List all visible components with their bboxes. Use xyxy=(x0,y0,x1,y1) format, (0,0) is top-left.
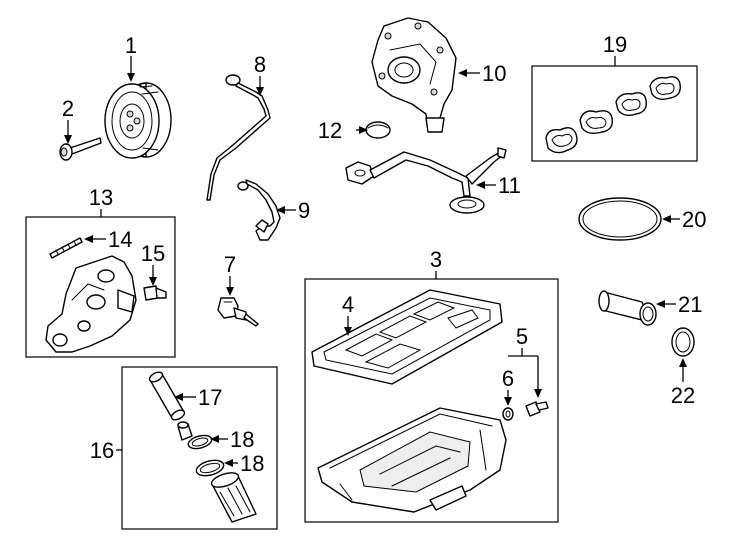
callout-11: 11 xyxy=(498,173,521,198)
callout-6: 6 xyxy=(502,366,514,391)
callout-16: 16 xyxy=(90,438,114,463)
seal-ring-part xyxy=(578,197,662,241)
drain-plug-bolt-part xyxy=(525,401,549,417)
oil-pressure-sensor-part xyxy=(217,297,259,327)
callout-1: 1 xyxy=(125,33,137,58)
filter-valve-part xyxy=(177,421,193,441)
dipstick-bracket-part xyxy=(237,179,281,241)
callout-18-lower: 18 xyxy=(240,451,264,476)
callout-5: 5 xyxy=(516,324,528,349)
oil-pickup-tube-part xyxy=(345,147,507,214)
leader-lines xyxy=(64,56,687,467)
intake-gasket-set-part xyxy=(545,76,681,154)
oil-filter-element-part xyxy=(148,371,186,421)
dipstick-tube-part xyxy=(206,74,271,201)
callout-8: 8 xyxy=(254,52,266,77)
callout-7: 7 xyxy=(224,252,236,277)
crankshaft-pulley-part xyxy=(104,82,172,159)
stud-part xyxy=(49,237,83,259)
callout-22: 22 xyxy=(671,383,695,408)
callout-3: 3 xyxy=(430,247,442,272)
o-ring-part xyxy=(671,327,695,357)
oil-pan-part xyxy=(317,407,507,513)
oil-pump-part xyxy=(371,17,457,133)
callout-10: 10 xyxy=(482,61,506,86)
oil-filter-adapter-part xyxy=(45,255,137,353)
oil-pan-gasket-part xyxy=(311,289,503,385)
pulley-bolt-part xyxy=(59,137,102,161)
oil-tube-part xyxy=(598,290,657,326)
filter-cap-part xyxy=(210,472,257,523)
group-box-3 xyxy=(304,278,559,523)
callout-17: 17 xyxy=(198,385,222,410)
o-ring-lower-part xyxy=(195,459,225,477)
callout-15: 15 xyxy=(141,241,165,266)
fitting-part xyxy=(143,285,167,301)
callout-4: 4 xyxy=(342,292,354,317)
callout-12: 12 xyxy=(318,118,342,143)
expansion-plug-part xyxy=(365,121,391,139)
callout-13: 13 xyxy=(89,185,113,210)
callout-2: 2 xyxy=(62,96,74,121)
callout-20: 20 xyxy=(682,207,706,232)
callout-21: 21 xyxy=(678,292,702,317)
washer-part xyxy=(502,407,514,421)
callout-14: 14 xyxy=(108,227,132,252)
callout-18-upper: 18 xyxy=(230,427,254,452)
group-box-16 xyxy=(121,366,278,530)
callout-19: 19 xyxy=(603,32,627,57)
callout-9: 9 xyxy=(298,198,310,223)
